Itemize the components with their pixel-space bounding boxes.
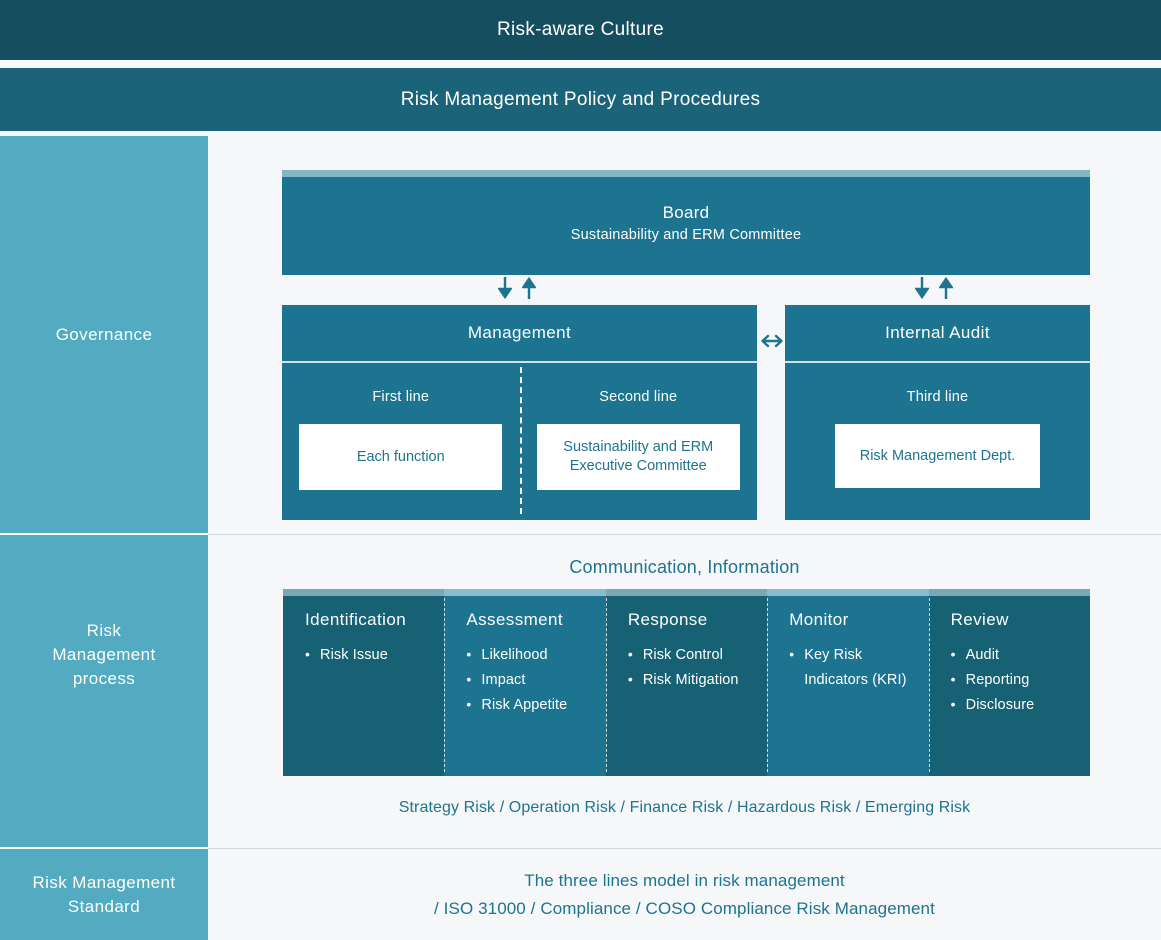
sidebar-row-risk-management-standard: Risk Management Standard [0, 849, 208, 940]
board-subtitle: Sustainability and ERM Committee [570, 226, 802, 243]
content-divider-upper [208, 534, 1161, 535]
risk-management-policy-band: Risk Management Policy and Procedures [0, 68, 1161, 131]
process-item: Likelihood [466, 642, 605, 668]
board-box: Board Sustainability and ERM Committee [282, 170, 1090, 275]
framework-body: Governance Risk Management process Risk … [0, 136, 1161, 940]
standard-line-2: / ISO 31000 / Compliance / COSO Complian… [434, 898, 935, 918]
process-item: Key Risk Indicators (KRI) [789, 642, 928, 693]
risk-management-policy-label: Risk Management Policy and Procedures [400, 88, 761, 110]
sidebar-row-risk-management-process: Risk Management process [0, 535, 208, 848]
first-line-column: First line Each function [282, 363, 520, 520]
first-line-card: Each function [299, 424, 503, 490]
third-line-column: Third line Risk Management Dept. [785, 363, 1090, 520]
process-column-assessment: AssessmentLikelihoodImpactRisk Appetite [444, 589, 607, 776]
second-line-column: Second line Sustainability and ERM Execu… [519, 363, 758, 520]
second-line-label: Second line [599, 389, 678, 405]
down-arrow-icon [915, 277, 929, 299]
up-arrow-icon [522, 277, 536, 299]
process-column-items: LikelihoodImpactRisk Appetite [466, 642, 605, 718]
risk-management-process-panel: Communication, Information Identificatio… [208, 535, 1161, 848]
board-internal-audit-arrows [915, 277, 953, 299]
standard-line-1: The three lines model in risk management [524, 870, 845, 890]
second-line-card-label-2: Executive Committee [569, 458, 707, 474]
sidebar-label-governance: Governance [55, 325, 153, 344]
process-item: Reporting [951, 667, 1090, 693]
process-item: Risk Appetite [466, 692, 605, 718]
internal-audit-lines-row: Third line Risk Management Dept. [785, 363, 1090, 520]
governance-panel: Board Sustainability and ERM Committee [208, 136, 1161, 534]
process-column-review: ReviewAuditReportingDisclosure [928, 589, 1091, 776]
internal-audit-box: Internal Audit Third line Risk Managemen… [785, 305, 1090, 520]
internal-audit-header: Internal Audit [785, 305, 1090, 363]
sidebar-label-process-line2: Management [52, 645, 156, 664]
process-column-title: Review [950, 610, 1009, 629]
process-column-title: Monitor [789, 610, 849, 629]
risk-aware-culture-band: Risk-aware Culture [0, 0, 1161, 60]
sidebar-label-process-line1: Risk [86, 621, 122, 640]
sidebar-label-standard-line2: Standard [67, 896, 141, 916]
board-title: Board [662, 202, 710, 222]
process-column-monitor: MonitorKey Risk Indicators (KRI) [767, 589, 930, 776]
management-header: Management [282, 305, 757, 363]
sidebar-row-governance: Governance [0, 136, 208, 534]
process-column-title: Response [627, 610, 708, 629]
content-divider-lower [208, 848, 1161, 849]
standard-text: The three lines model in risk management… [208, 849, 1161, 940]
process-columns: IdentificationRisk IssueAssessmentLikeli… [283, 589, 1091, 776]
process-item: Audit [951, 642, 1090, 668]
risk-aware-culture-label: Risk-aware Culture [497, 19, 664, 40]
process-item: Risk Control [628, 642, 767, 668]
process-column-items: Risk Issue [305, 642, 444, 668]
management-audit-link-arrow [761, 330, 783, 352]
third-line-card: Risk Management Dept. [835, 424, 1040, 488]
third-line-card-label: Risk Management Dept. [859, 447, 1016, 464]
process-column-title: Assessment [466, 610, 563, 629]
sidebar-label-process-line3: process [72, 669, 136, 688]
risk-types-label: Strategy Risk / Operation Risk / Finance… [398, 799, 971, 816]
process-column-response: ResponseRisk ControlRisk Mitigation [605, 589, 768, 776]
management-lines-row: First line Each function Second line Sus… [282, 363, 757, 520]
down-arrow-icon [498, 277, 512, 299]
management-box: Management First line Each function Seco… [282, 305, 757, 520]
process-column-identification: IdentificationRisk Issue [283, 589, 445, 776]
left-right-arrow-icon [761, 334, 783, 348]
risk-management-standard-panel: The three lines model in risk management… [208, 849, 1161, 940]
process-item: Impact [466, 667, 605, 693]
process-item: Disclosure [951, 692, 1090, 718]
process-column-items: AuditReportingDisclosure [951, 642, 1090, 718]
process-item: Risk Issue [305, 642, 444, 668]
third-line-label: Third line [906, 389, 969, 405]
process-column-items: Risk ControlRisk Mitigation [628, 642, 767, 693]
up-arrow-icon [939, 277, 953, 299]
board-management-arrows [498, 277, 536, 299]
first-line-label: First line [372, 389, 430, 405]
second-line-card-label-1: Sustainability and ERM [563, 439, 714, 455]
second-line-card: Sustainability and ERM Executive Committ… [536, 424, 740, 490]
communication-information-label: Communication, Information [569, 557, 800, 577]
process-item: Risk Mitigation [628, 667, 767, 693]
sidebar-label-standard-line1: Risk Management [32, 872, 176, 892]
process-column-title: Identification [305, 610, 407, 629]
sidebar-divider-upper [0, 533, 208, 535]
process-column-items: Key Risk Indicators (KRI) [789, 642, 928, 693]
sidebar-divider-lower [0, 847, 208, 849]
first-line-card-label: Each function [356, 448, 445, 465]
